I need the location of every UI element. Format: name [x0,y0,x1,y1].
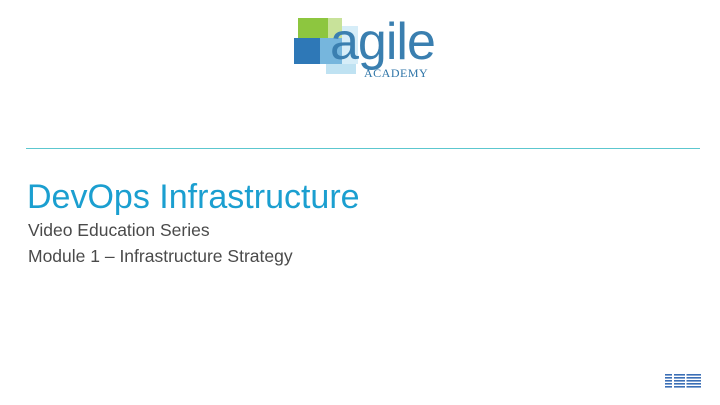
subtitle-module: Module 1 – Infrastructure Strategy [28,246,293,266]
logo-mark-icon [294,18,358,74]
subtitle-series: Video Education Series [28,220,210,240]
ibm-logo-icon [665,373,701,389]
divider [26,148,700,149]
ibm-logo [665,373,701,389]
agile-academy-logo: agile ACADEMY [292,13,442,80]
logo-subtitle: ACADEMY [364,66,429,80]
slide-title: DevOps Infrastructure [27,178,360,216]
logo-word: agile [330,13,436,71]
